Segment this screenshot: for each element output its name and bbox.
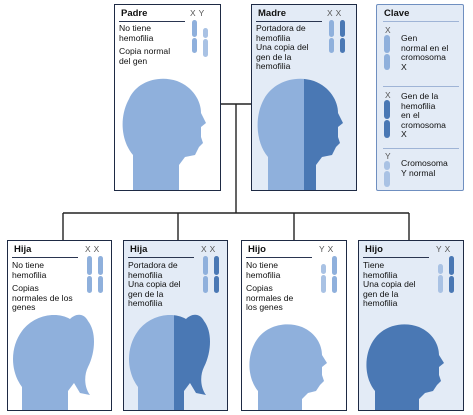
- daughter-normal-silhouette: [13, 314, 94, 410]
- x-chromosome-normal: [332, 256, 337, 275]
- son-normal-card: Hijo YX No tiene hemofilia Copias normal…: [241, 240, 347, 411]
- x-chromosome-normal: [192, 20, 197, 37]
- son-normal-description: No tiene hemofilia Copias normales de lo…: [246, 260, 294, 313]
- son-hemophilia-title: Hijo: [365, 244, 383, 255]
- mother-title: Madre: [258, 8, 286, 19]
- x-chromosome-normal: [87, 276, 92, 293]
- daughter-carrier-silhouette: [129, 314, 210, 410]
- son-hemophilia-silhouette: [366, 324, 444, 410]
- daughter-normal-chromosomes: [87, 256, 103, 293]
- y-chromosome: [384, 161, 390, 170]
- y-chromosome: [321, 275, 326, 293]
- x-chromosome-normal: [329, 38, 334, 53]
- son-hemophilia-description: Tiene hemofilia Una copia del gen de la …: [363, 260, 416, 309]
- son-hemophilia-chromosomes: [438, 256, 454, 293]
- mother-description: Portadora de hemofilia Una copia del gen…: [256, 23, 309, 72]
- daughter-carrier-card: Hija XX Portadora de hemofilia Una copia…: [123, 240, 228, 411]
- key-title: Clave: [384, 8, 410, 19]
- y-chromosome: [438, 275, 443, 293]
- x-chromosome-hemophilia: [214, 276, 219, 293]
- son-normal-chromosome-labels: YX: [319, 244, 337, 254]
- y-chromosome: [203, 28, 208, 38]
- x-chromosome-hemophilia: [340, 20, 345, 37]
- daughter-carrier-title: Hija: [130, 244, 148, 255]
- x-chromosome-normal: [329, 20, 334, 37]
- son-normal-title: Hijo: [248, 244, 266, 255]
- mother-card: Madre XX Portadora de hemofilia Una copi…: [251, 4, 357, 191]
- key-item-y: Y Cromosoma Y normal: [383, 151, 463, 187]
- son-hemophilia-card: Hijo YX Tiene hemofilia Una copia del ge…: [358, 240, 464, 411]
- key-item-hemophilia-x: X Gen de la hemofilia en el cromosoma X: [384, 90, 446, 140]
- mother-chromosome-labels: XX: [327, 8, 345, 18]
- daughter-normal-description: No tiene hemofilia Copias normales de lo…: [12, 260, 73, 313]
- daughter-carrier-chromosome-labels: XX: [201, 244, 219, 254]
- father-silhouette: [122, 78, 206, 190]
- x-chromosome-hemophilia: [214, 256, 219, 275]
- x-chromosome-normal: [87, 256, 92, 275]
- x-chromosome-hemophilia: [449, 276, 454, 293]
- x-chromosome-normal: [203, 256, 208, 275]
- x-chromosome-hemophilia: [340, 38, 345, 53]
- x-chromosome-hemophilia: [384, 100, 390, 119]
- x-chromosome-normal: [192, 38, 197, 53]
- y-chromosome: [203, 39, 208, 57]
- daughter-carrier-description: Portadora de hemofilia Una copia del gen…: [128, 260, 181, 309]
- daughter-normal-chromosome-labels: XX: [85, 244, 103, 254]
- x-chromosome-normal: [98, 256, 103, 275]
- father-title: Padre: [121, 8, 148, 19]
- father-card: Padre XY No tiene hemofilia Copia normal…: [114, 4, 221, 191]
- daughter-carrier-chromosomes: [203, 256, 219, 293]
- son-normal-silhouette: [249, 324, 327, 410]
- son-hemophilia-chromosome-labels: YX: [436, 244, 454, 254]
- mother-chromosomes: [329, 20, 345, 53]
- x-chromosome-normal: [384, 54, 390, 70]
- x-chromosome-normal: [332, 276, 337, 293]
- key-panel: Clave X Gen normal en el cromosoma X X G…: [376, 4, 464, 191]
- x-chromosome-hemophilia: [384, 120, 390, 138]
- y-chromosome: [321, 264, 326, 274]
- daughter-normal-title: Hija: [14, 244, 32, 255]
- x-chromosome-normal: [384, 35, 390, 53]
- father-chromosomes: [192, 20, 208, 57]
- father-chromosome-labels: XY: [190, 8, 208, 18]
- x-chromosome-hemophilia: [449, 256, 454, 275]
- daughter-normal-card: Hija XX No tiene hemofilia Copias normal…: [7, 240, 112, 411]
- son-normal-chromosomes: [321, 256, 337, 293]
- mother-silhouette: [257, 78, 343, 190]
- y-chromosome: [384, 171, 390, 187]
- father-description: No tiene hemofilia Copia normal del gen: [119, 23, 171, 66]
- key-item-normal-x: X Gen normal en el cromosoma X: [384, 25, 449, 72]
- y-chromosome: [438, 264, 443, 274]
- x-chromosome-normal: [98, 276, 103, 293]
- x-chromosome-normal: [203, 276, 208, 293]
